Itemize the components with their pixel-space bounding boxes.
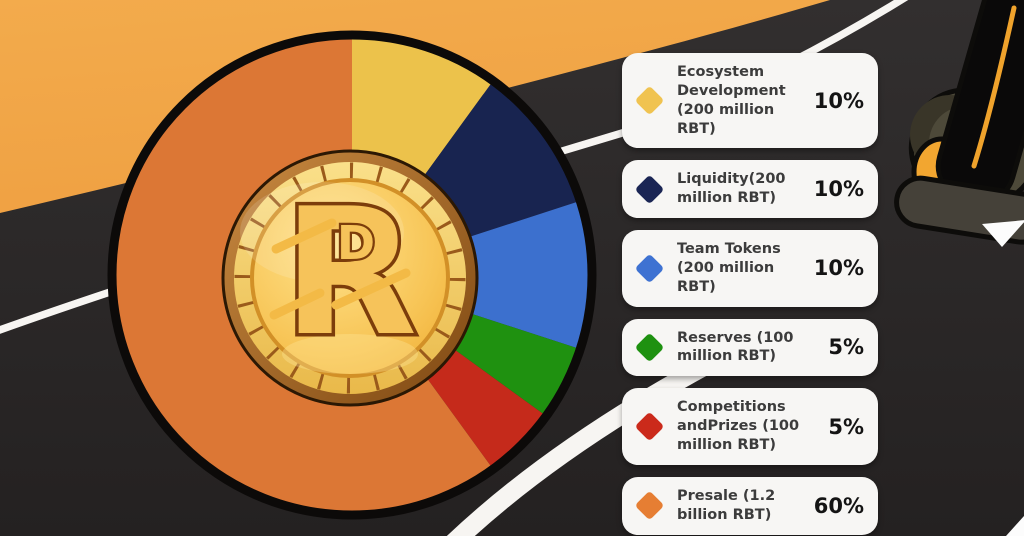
legend-item-percent: 5% <box>828 414 864 439</box>
legend-item-percent: 60% <box>813 493 864 518</box>
legend-item-label: Competitions andPrizes (100 million RBT) <box>677 399 800 453</box>
chevron-marking <box>982 220 1024 247</box>
slice-marker-diamond <box>634 490 665 521</box>
legend-item-label: Reserves (100 million RBT) <box>677 329 794 365</box>
coin-letter-small: D <box>337 216 375 270</box>
legend-item-team-tokens: Team Tokens (200 million RBT) 10% <box>622 230 878 307</box>
legend-item-label: Team Tokens (200 million RBT) <box>677 241 781 295</box>
legend-item-presale: Presale (1.2 billion RBT) 60% <box>622 476 878 535</box>
slice-marker-diamond <box>634 332 665 363</box>
slice-marker-diamond <box>634 174 665 205</box>
legend-item-label: Liquidity(200 million RBT) <box>677 171 786 207</box>
legend-item-liquidity: Liquidity(200 million RBT) 10% <box>622 160 878 219</box>
legend-item-label: Ecosystem Development (200 million RBT) <box>677 64 786 137</box>
slice-marker-diamond <box>634 85 665 116</box>
road-marking-corner <box>1006 516 1024 536</box>
legend-item-percent: 10% <box>813 88 864 113</box>
pie-chart: R D <box>107 30 597 520</box>
kart-wheel-illustration <box>894 0 1024 247</box>
legend-item-percent: 10% <box>813 256 864 281</box>
legend-item-ecosystem-development: Ecosystem Development (200 million RBT) … <box>622 53 878 149</box>
legend-item-percent: 10% <box>813 177 864 202</box>
slice-marker-diamond <box>634 411 665 442</box>
coin-letter-slashes <box>269 218 411 320</box>
coin-edge-ticks <box>234 162 466 394</box>
legend: Ecosystem Development (200 million RBT) … <box>622 53 878 535</box>
legend-item-label: Presale (1.2 billion RBT) <box>677 487 776 523</box>
legend-item-reserves: Reserves (100 million RBT) 5% <box>622 318 878 377</box>
legend-item-competitions-prizes: Competitions andPrizes (100 million RBT)… <box>622 388 878 465</box>
pie-outline <box>107 30 597 520</box>
coin-logo: R D <box>221 149 479 407</box>
legend-item-percent: 5% <box>828 335 864 360</box>
slice-marker-diamond <box>634 253 665 284</box>
